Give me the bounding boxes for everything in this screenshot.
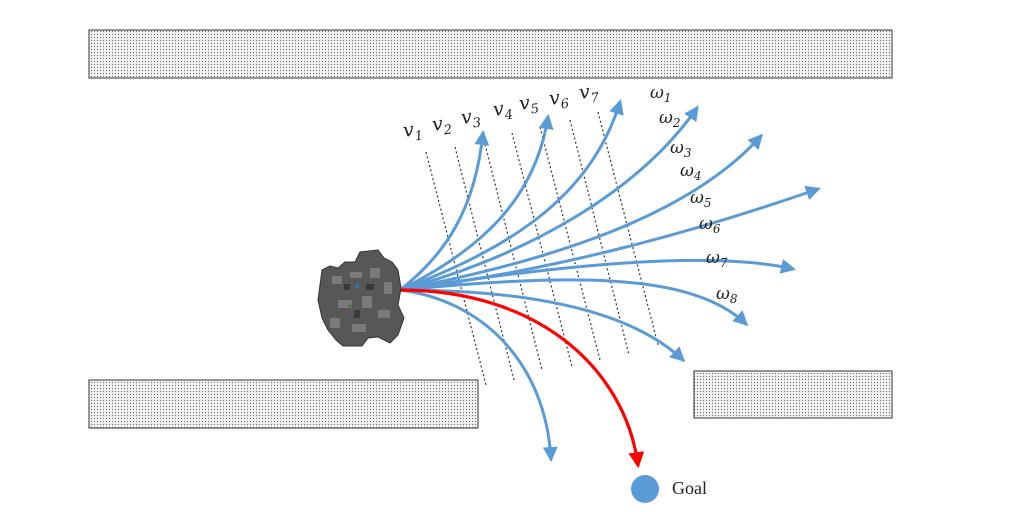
- goal-marker: [631, 475, 659, 503]
- bottom-left-wall: [88, 379, 479, 429]
- trajectory-3: [398, 99, 624, 292]
- velocity-labels: v1 v2 v3 v4 v5 v6 v7: [402, 79, 601, 146]
- robot-icon: [317, 249, 405, 347]
- velocity-label-2: v2: [431, 112, 453, 140]
- velocity-label-1: v1: [402, 118, 424, 146]
- angular-velocity-label-5: ω5: [690, 188, 712, 210]
- trajectory-9: [398, 288, 686, 363]
- trajectory-6: [398, 185, 821, 292]
- velocity-label-7: v7: [578, 79, 601, 107]
- angular-velocity-label-1: ω1: [650, 83, 672, 105]
- velocity-line-1: [425, 151, 487, 386]
- velocity-sample-lines: [425, 111, 659, 386]
- trajectory-1: [398, 130, 490, 292]
- velocity-label-4: v4: [492, 97, 514, 125]
- trajectory-4: [398, 105, 699, 292]
- trajectory-10: [398, 288, 558, 462]
- velocity-label-6: v6: [548, 86, 570, 114]
- trajectory-2: [398, 114, 554, 292]
- goal-label: Goal: [672, 478, 707, 498]
- angular-velocity-label-2: ω2: [659, 108, 681, 130]
- angular-velocity-label-4: ω4: [680, 161, 702, 183]
- angular-velocity-label-8: ω8: [716, 284, 738, 306]
- trajectory-7: [398, 258, 796, 292]
- angular-velocity-label-6: ω6: [699, 214, 721, 236]
- angular-velocity-label-7: ω7: [706, 248, 728, 270]
- trajectory-5: [398, 133, 764, 292]
- angular-velocity-labels: ω1 ω2 ω3 ω4 ω5 ω6 ω7 ω8: [650, 83, 738, 306]
- velocity-label-3: v3: [460, 105, 482, 133]
- angular-velocity-label-3: ω3: [670, 138, 692, 160]
- candidate-trajectories: [398, 99, 821, 462]
- top-wall: [88, 29, 893, 79]
- velocity-label-5: v5: [518, 91, 540, 119]
- trajectory-8: [398, 278, 749, 327]
- selected-trajectory: [398, 288, 645, 469]
- velocity-line-7: [597, 111, 659, 346]
- bottom-right-wall: [693, 370, 893, 419]
- velocity-line-3: [483, 139, 543, 371]
